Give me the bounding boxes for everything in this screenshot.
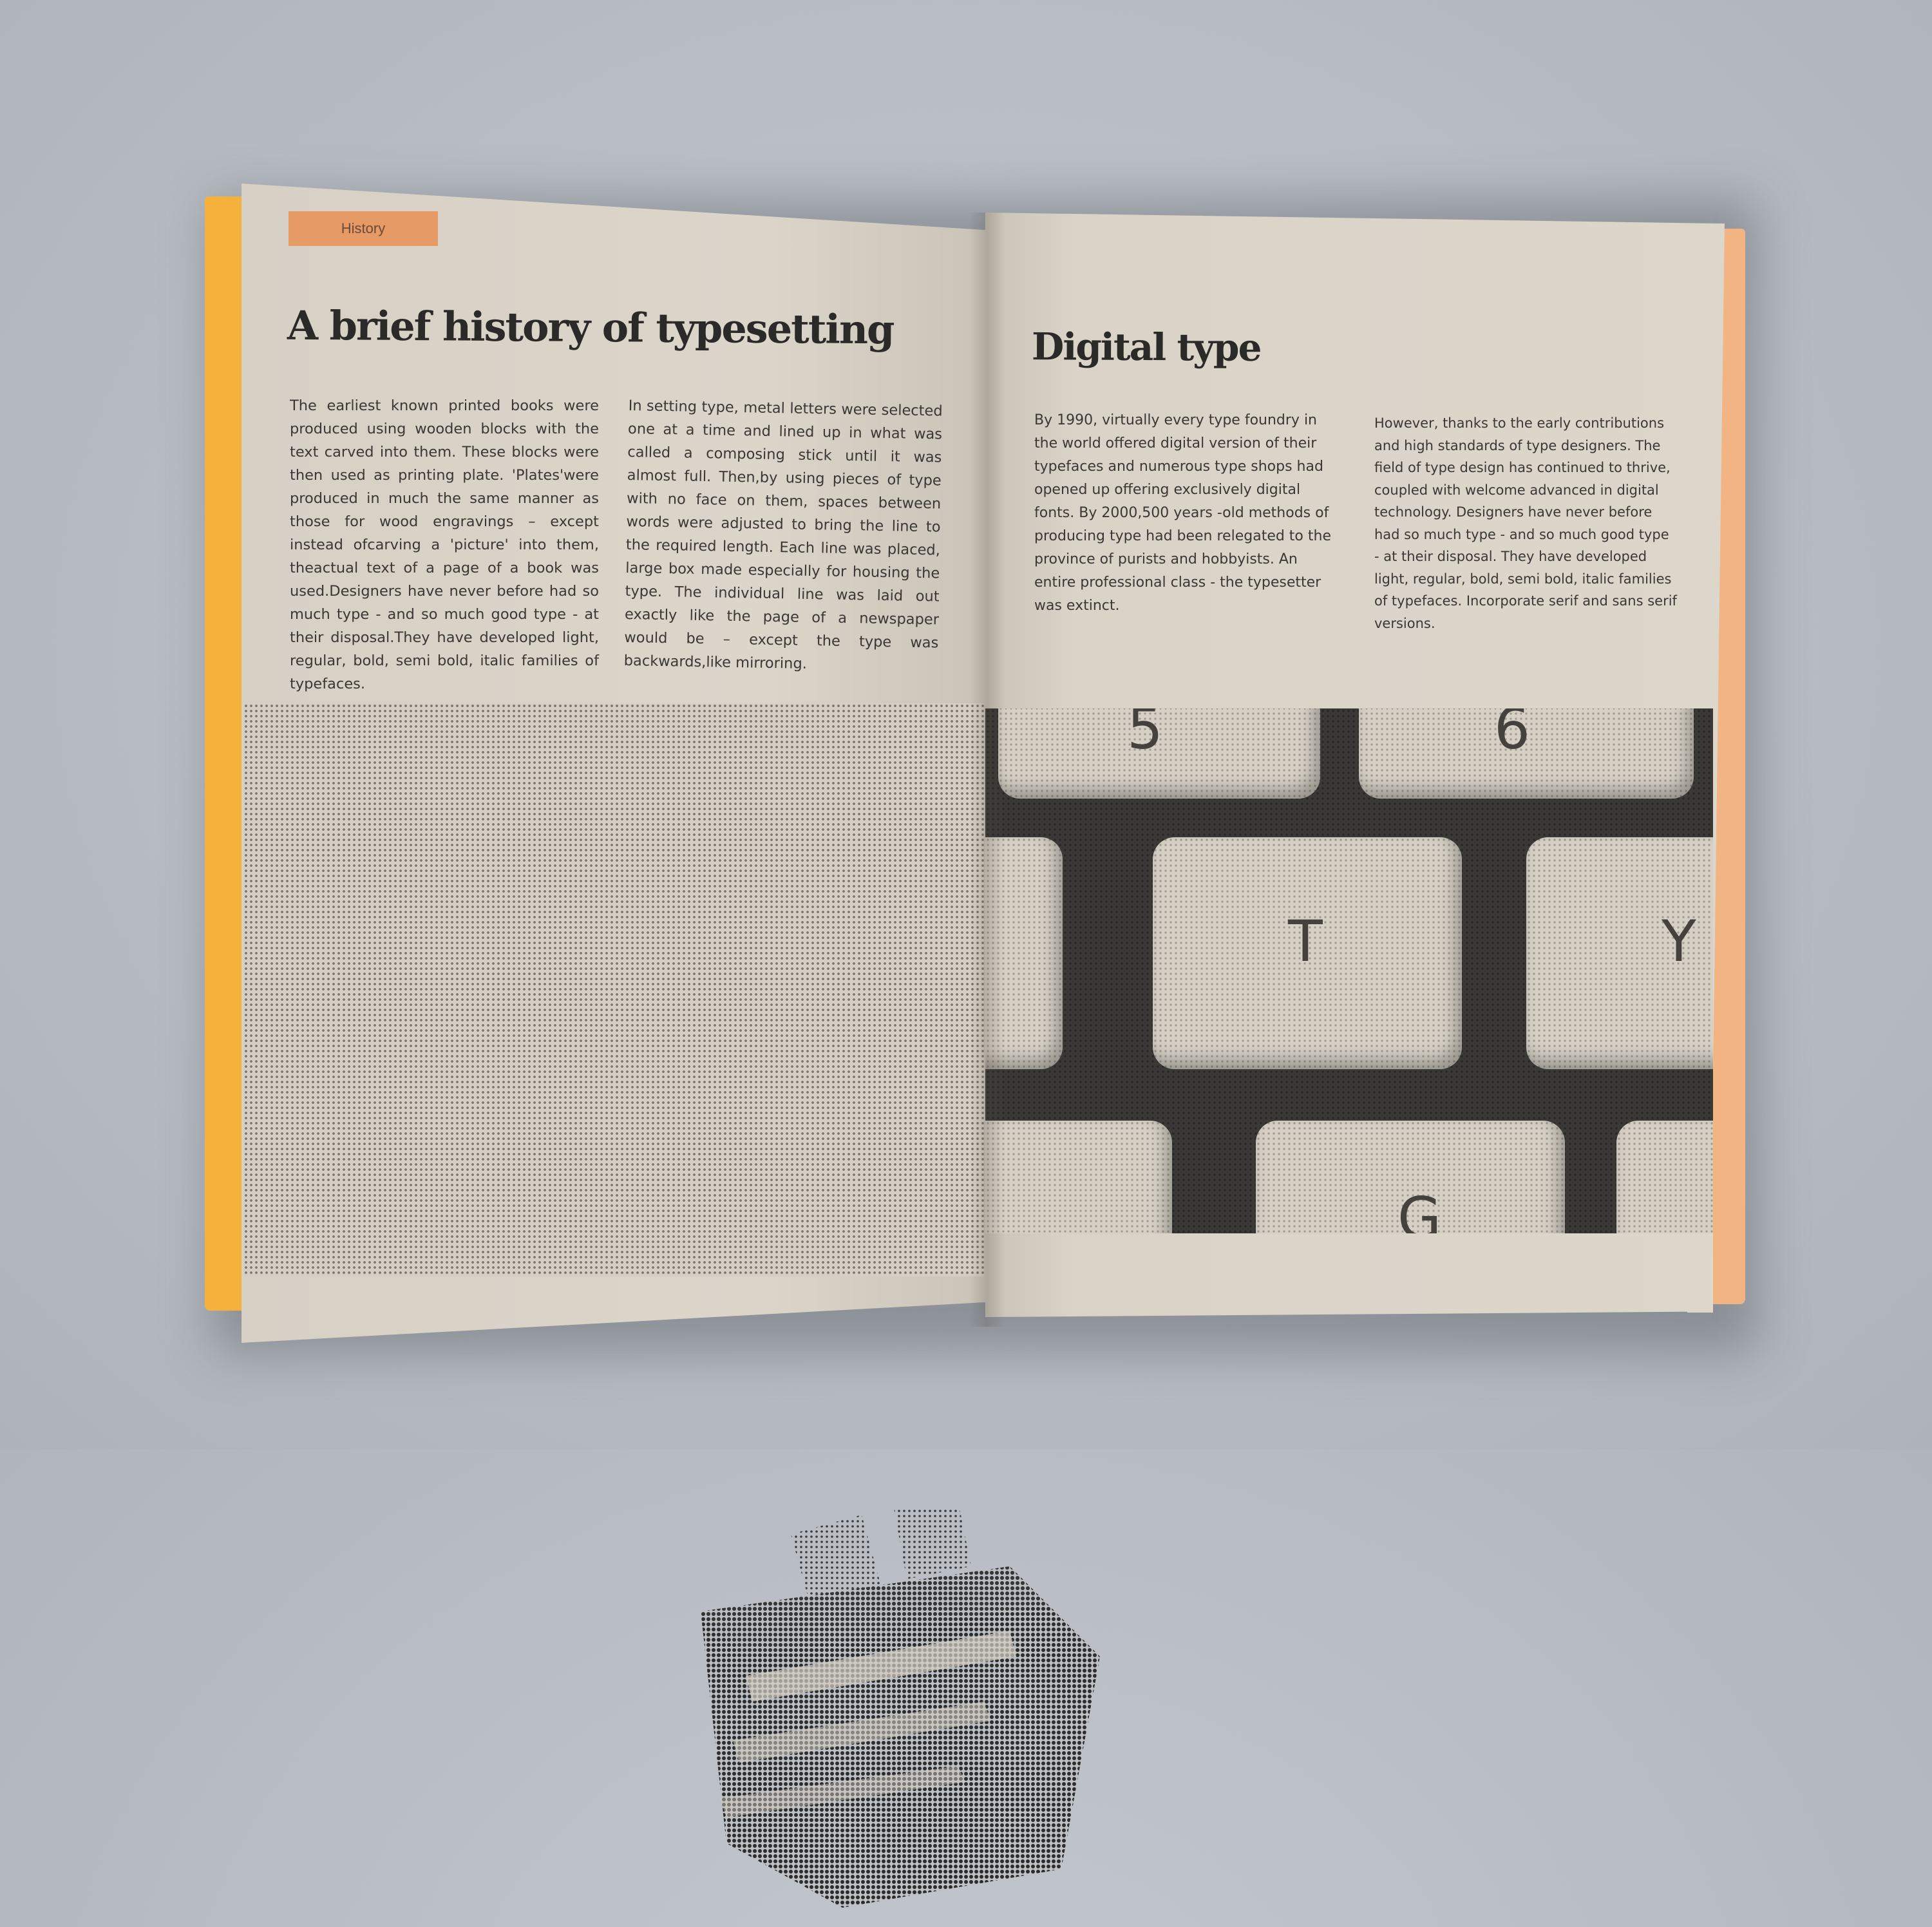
keyboard-halftone-image: 5 6 T Y G (985, 708, 1713, 1233)
keyboard-key: Y (1526, 837, 1713, 1069)
metal-type-sort-illustration (701, 1508, 1100, 1908)
key-label: G (1397, 1185, 1442, 1233)
keyboard-key: 6 (1359, 708, 1694, 799)
metal-type-halftone-image (243, 703, 1100, 1908)
right-page-heading: Digital type (1031, 325, 1261, 370)
key-label: T (1288, 908, 1323, 974)
left-page-column-2: In setting type, metal letters were sele… (623, 397, 943, 672)
left-page-column-1: The earliest known printed books were pr… (290, 397, 599, 692)
keyboard-key: G (1256, 1121, 1565, 1233)
section-tag: History (289, 211, 438, 246)
key-label: 6 (1494, 708, 1530, 762)
booklet-spine (969, 213, 1005, 1327)
right-page-column-2: However, thanks to the early contributio… (1374, 415, 1677, 631)
keyboard-key (985, 1121, 1172, 1233)
left-page-heading: A brief history of typesetting (287, 301, 894, 354)
keyboard-key (1616, 1121, 1713, 1233)
keyboard-key: 5 (998, 708, 1320, 799)
keyboard-key: T (1153, 837, 1462, 1069)
keyboard-key (985, 837, 1063, 1069)
key-label: 5 (1127, 708, 1163, 762)
key-label: Y (1662, 908, 1696, 974)
right-page-column-1: By 1990, virtually every type foundry in… (1034, 412, 1331, 614)
